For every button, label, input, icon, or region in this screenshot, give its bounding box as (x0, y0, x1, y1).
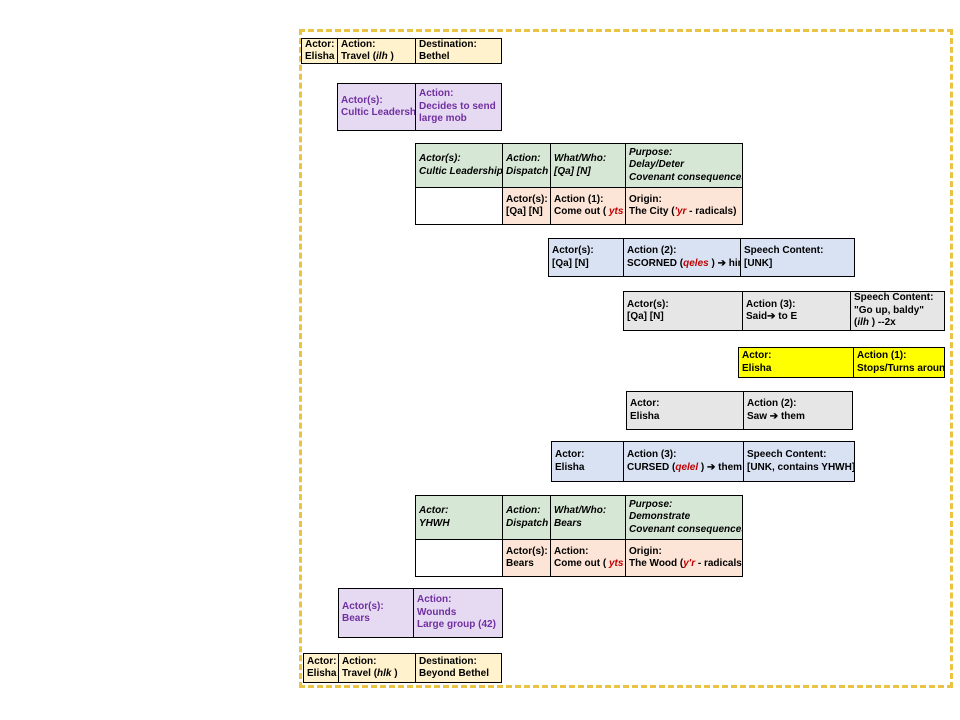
action-cell: Action (1):Stops/Turns around (857, 350, 944, 374)
actor-cell: Actor:Elisha (627, 392, 744, 429)
action-cell: Action:Travel (ilh ) (338, 39, 416, 63)
stage-travel-to-bethel: Actor:Elisha Action:Travel (ilh ) Destin… (301, 38, 502, 64)
stage-said-go-up-baldy: Actor(s):[Qa] [N] Action (3):Said➔ to E … (623, 291, 945, 331)
speech-content-cell: Speech Content:"Go up, baldy"(ilh ) --2x (854, 292, 934, 329)
actor-cell: Actor:Elisha (739, 348, 854, 377)
actor-cell: Actor:Elisha (304, 654, 339, 682)
stage-cultic-dispatch-table: Actor(s):Cultic Leadership Action:Dispat… (415, 143, 743, 225)
stage-saw-them: Actor:Elisha Action (2):Saw ➔ them (626, 391, 853, 430)
actor-header-cell: Actor(s):Cultic Leadership (416, 144, 503, 188)
empty-cell (416, 188, 503, 224)
stage-stops-turns-around: Actor:Elisha Action (1):Stops/Turns arou… (738, 347, 945, 378)
actor-sub-cell: Actor(s):[Qa] [N] (503, 188, 551, 224)
action-cell: Action (2):Saw ➔ them (747, 398, 805, 422)
action-header-cell: Action:Dispatch (503, 144, 551, 188)
stage-travel-beyond-bethel: Actor:Elisha Action:Travel (hlk ) Destin… (303, 653, 502, 683)
actor-cell: Actor:Elisha (302, 39, 338, 63)
speech-content-cell: Speech Content:[UNK, contains YHWH] (747, 449, 854, 473)
action-sub-cell: Action:Come out ( yts ) (551, 540, 626, 576)
actor-cell: Actor(s):Cultic Leadership (338, 84, 416, 130)
stage-decides-to-send-mob: Actor(s):Cultic Leadership Action:Decide… (337, 83, 502, 131)
destination-cell: Destination:Beyond Bethel (419, 655, 490, 680)
action-header-cell: Action:Dispatch (503, 496, 551, 540)
actor-cell: Actor(s):Bears (339, 589, 414, 637)
actor-cell: Actor(s):[Qa] [N] (549, 239, 624, 276)
action-cell: Action (3):CURSED (qelel ) ➔ them (624, 442, 744, 481)
dashed-flow-border (299, 29, 953, 688)
stage-cursed-them: Actor:Elisha Action (3):CURSED (qelel ) … (551, 441, 855, 482)
destination-cell: Destination:Bethel (419, 39, 477, 62)
speech-content-cell: Speech Content:[UNK] (744, 245, 824, 269)
actor-sub-cell: Actor(s):Bears (503, 540, 551, 576)
origin-sub-cell: Origin:The Wood (y'r - radicals) (626, 540, 742, 576)
actor-cell: Actor(s):[Qa] [N] (624, 292, 743, 330)
origin-sub-cell: Origin:The City ('yr - radicals) (626, 188, 742, 224)
empty-cell (416, 540, 503, 576)
whatwho-header-cell: What/Who:[Qa] [N] (551, 144, 626, 188)
stage-yhwh-dispatch-table: Actor:YHWH Action:Dispatch What/Who:Bear… (415, 495, 743, 577)
action-cell: Action (2):SCORNED (qeles ) ➔ him (624, 239, 741, 276)
actor-header-cell: Actor:YHWH (416, 496, 503, 540)
actor-cell: Actor:Elisha (552, 442, 624, 481)
whatwho-header-cell: What/Who:Bears (551, 496, 626, 540)
action-sub-cell: Action (1):Come out ( yts ) (551, 188, 626, 224)
stage-scorned: Actor(s):[Qa] [N] Action (2):SCORNED (qe… (548, 238, 855, 277)
action-cell: Action:Travel (hlk ) (339, 654, 416, 682)
action-cell: Action (3):Said➔ to E (743, 292, 851, 330)
